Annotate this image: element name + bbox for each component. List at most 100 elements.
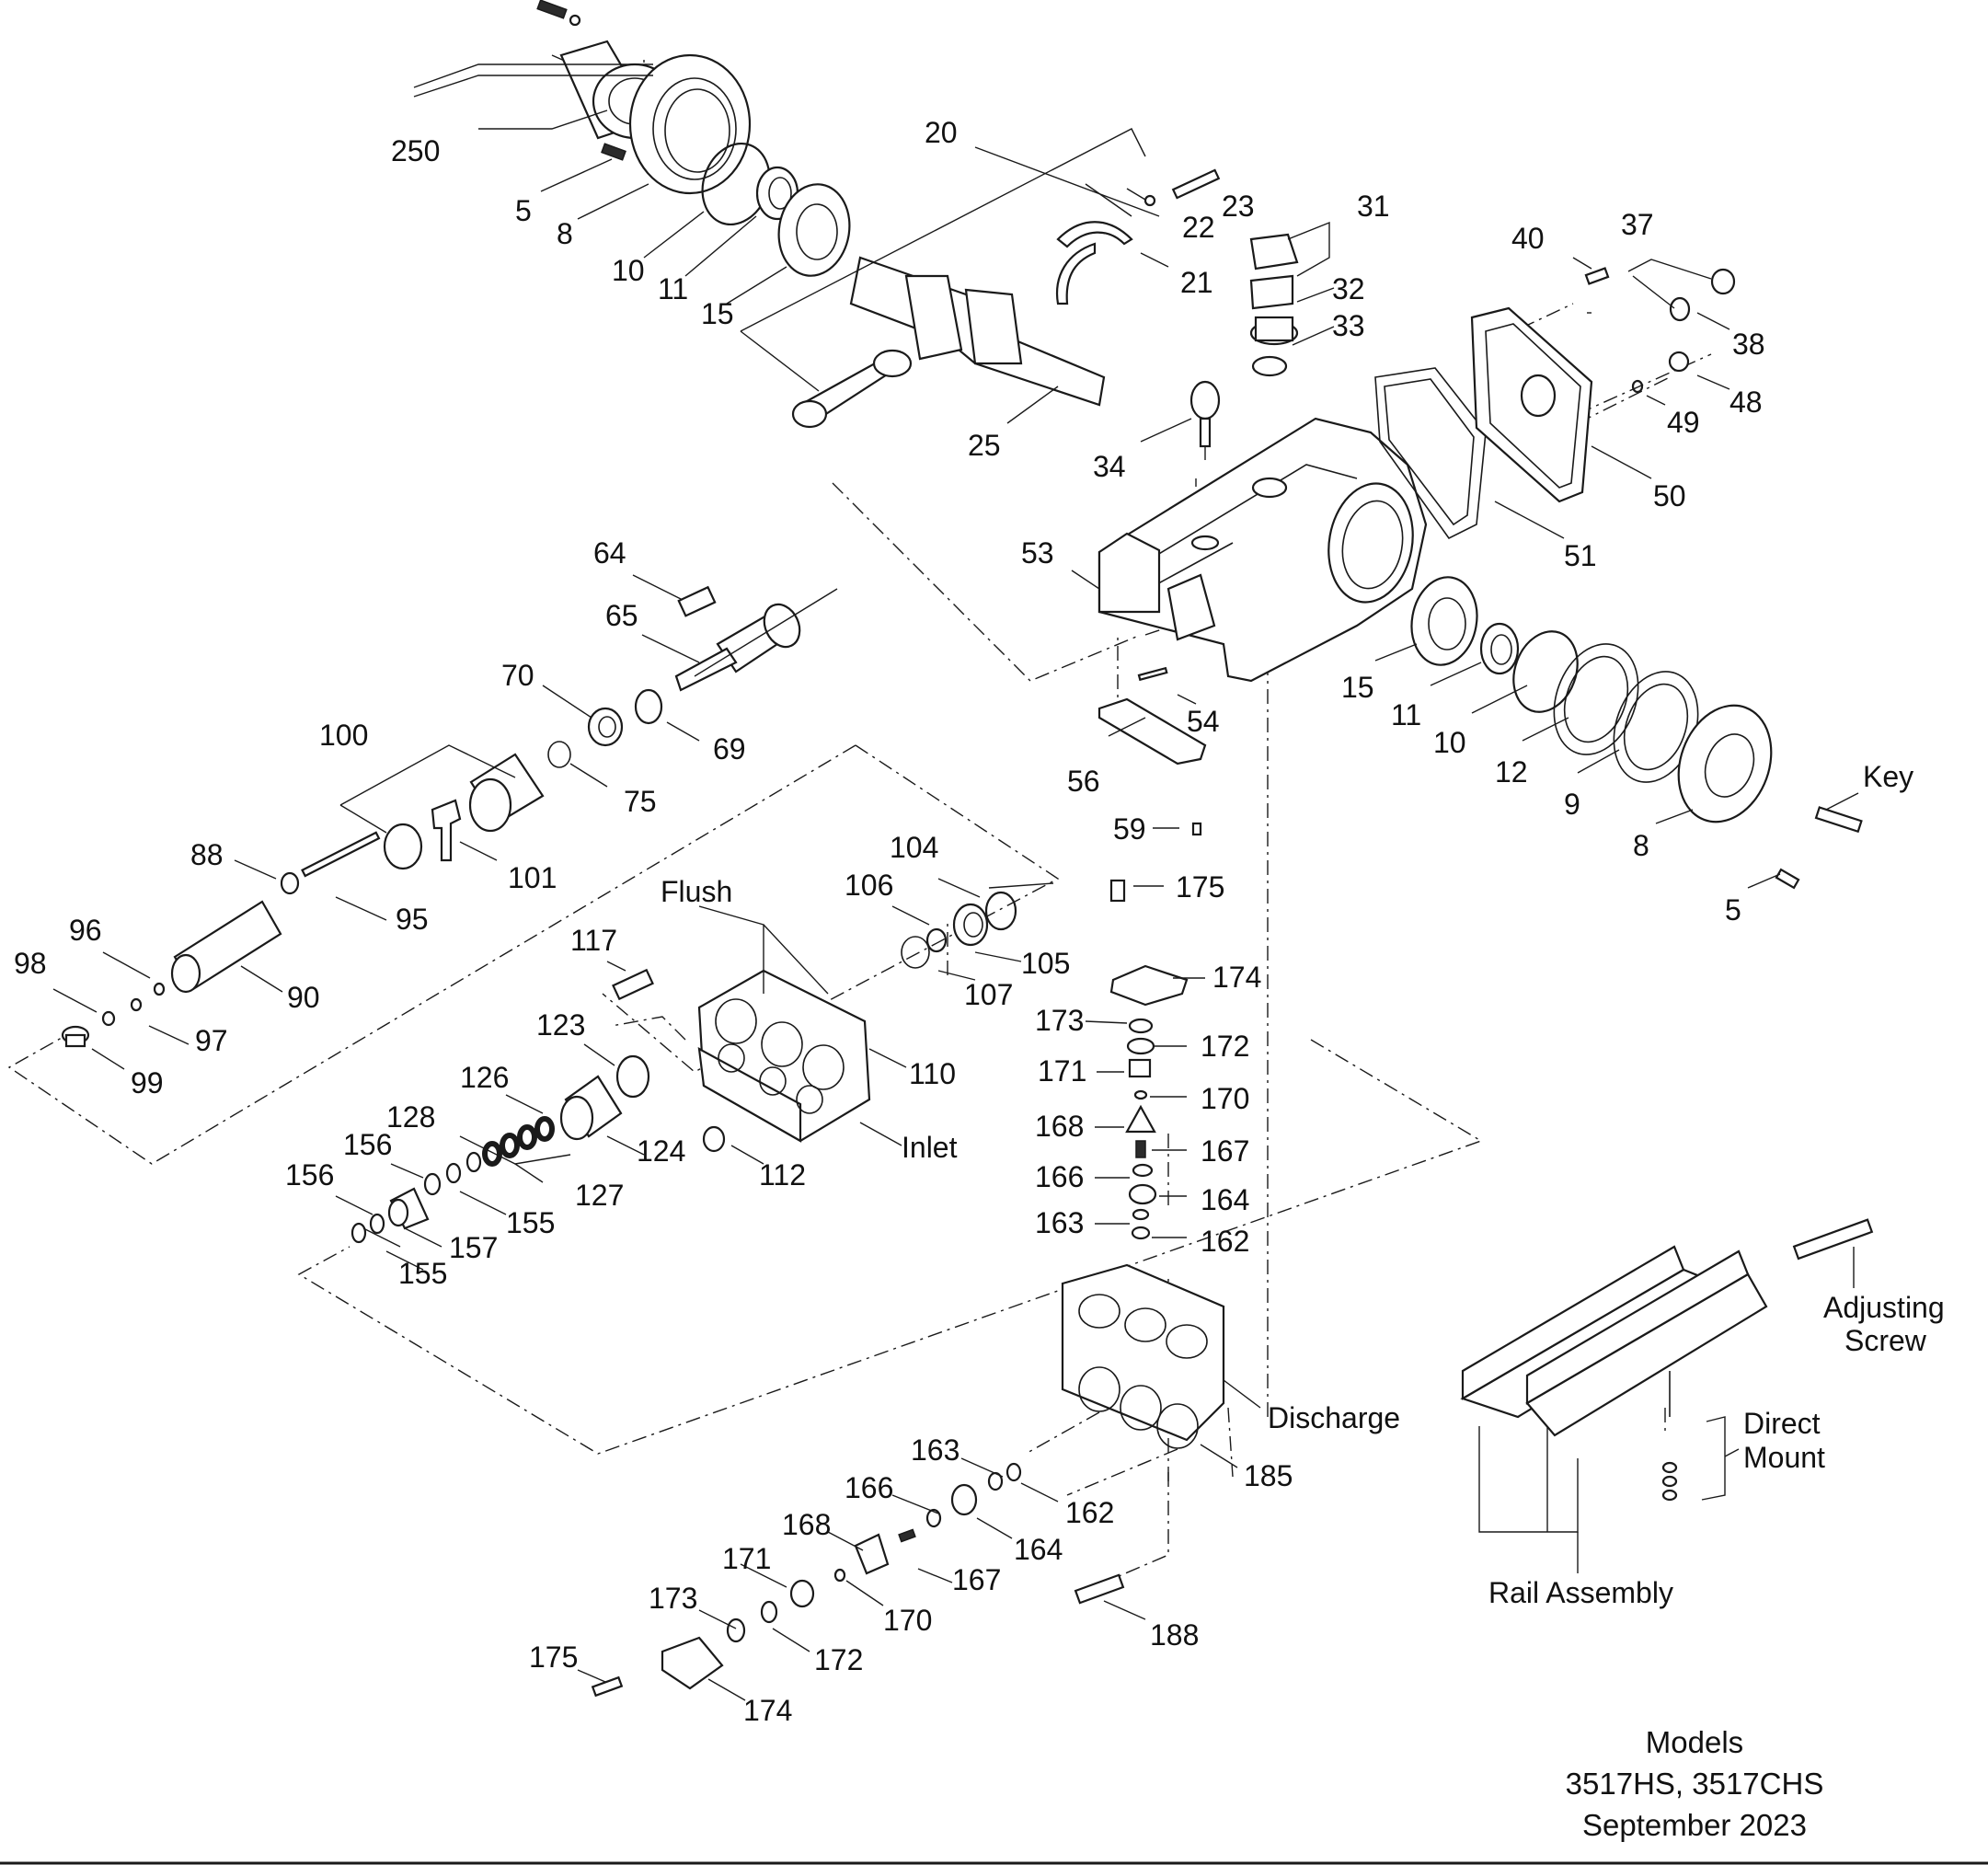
callout-127: 127 — [575, 1179, 624, 1212]
callout-175: 175 — [1176, 870, 1224, 904]
callout-40: 40 — [1511, 222, 1545, 255]
footer-date: September 2023 — [1582, 1808, 1807, 1842]
callout-110: 110 — [909, 1057, 956, 1090]
callout-105: 105 — [1021, 947, 1070, 980]
callout-10: 10 — [1433, 726, 1466, 759]
callout-65: 65 — [605, 599, 638, 632]
callout-167: 167 — [952, 1563, 1001, 1596]
callout-172: 172 — [814, 1643, 863, 1676]
callout-95: 95 — [396, 903, 429, 936]
callout-adjusting-screw: Adjusting — [1823, 1291, 1945, 1324]
callout-rail-assembly: Rail Assembly — [1488, 1576, 1673, 1609]
callout-128: 128 — [386, 1100, 435, 1134]
callout-173: 173 — [1035, 1004, 1084, 1037]
callout-20: 20 — [925, 116, 958, 149]
callout-171: 171 — [1038, 1054, 1086, 1088]
callout-157: 157 — [449, 1231, 498, 1264]
callout-90: 90 — [287, 981, 320, 1014]
callout-163: 163 — [1035, 1206, 1084, 1239]
callout-50: 50 — [1653, 479, 1686, 512]
callout-5: 5 — [515, 194, 532, 227]
callout-inlet: Inlet — [902, 1131, 958, 1164]
callout-162: 162 — [1065, 1496, 1114, 1529]
callout-12: 12 — [1495, 755, 1528, 789]
callout-99: 99 — [131, 1066, 164, 1099]
callout-10: 10 — [612, 254, 645, 287]
crankcase-parts — [61, 0, 1874, 1698]
callout-168: 168 — [1035, 1110, 1084, 1143]
callout-163: 163 — [911, 1433, 960, 1467]
callout-22: 22 — [1182, 211, 1215, 244]
callout-88: 88 — [190, 838, 224, 871]
callout-164: 164 — [1014, 1533, 1063, 1566]
model-note: Models 3517HS, 3517CHS September 2023 — [1566, 1725, 1824, 1842]
callout-156: 156 — [343, 1128, 392, 1161]
callout-direct-mount: Direct — [1743, 1407, 1821, 1440]
callout-101: 101 — [508, 861, 557, 894]
callout-15: 15 — [701, 297, 734, 330]
callout-104: 104 — [890, 831, 938, 864]
callout-5: 5 — [1725, 893, 1741, 927]
callout-106: 106 — [845, 869, 893, 902]
callout-48: 48 — [1729, 386, 1763, 419]
callout-37: 37 — [1621, 208, 1654, 241]
callout-123: 123 — [536, 1008, 585, 1042]
callout-38: 38 — [1732, 328, 1765, 361]
callout-25: 25 — [968, 429, 1001, 462]
callout-166: 166 — [1035, 1160, 1084, 1193]
callout-173: 173 — [649, 1582, 697, 1615]
callout-107: 107 — [964, 978, 1013, 1011]
callout-8: 8 — [1633, 829, 1649, 862]
callout-164: 164 — [1201, 1183, 1249, 1216]
callout-170: 170 — [883, 1604, 932, 1637]
callout-15: 15 — [1341, 671, 1374, 704]
callout-33: 33 — [1332, 309, 1365, 342]
callout-168: 168 — [782, 1508, 831, 1541]
callout-key: Key — [1863, 760, 1913, 793]
leader-lines — [52, 63, 1859, 1701]
callout-170: 170 — [1201, 1082, 1249, 1115]
callout-34: 34 — [1093, 450, 1126, 483]
callout-64: 64 — [593, 536, 626, 570]
callout-75: 75 — [624, 785, 657, 818]
callout-124: 124 — [637, 1134, 685, 1168]
callout-117: 117 — [570, 924, 617, 957]
callout-21: 21 — [1180, 266, 1213, 299]
callout-172: 172 — [1201, 1030, 1249, 1063]
callout-32: 32 — [1332, 272, 1365, 305]
callout-23: 23 — [1222, 190, 1255, 223]
callout-direct-mount: Mount — [1743, 1441, 1825, 1474]
callout-188: 188 — [1150, 1618, 1199, 1652]
callout-49: 49 — [1667, 406, 1700, 439]
callout-discharge: Discharge — [1268, 1401, 1400, 1434]
callout-162: 162 — [1201, 1225, 1249, 1258]
footer-models: Models — [1646, 1725, 1743, 1759]
callout-11: 11 — [658, 272, 688, 305]
callout-59: 59 — [1113, 812, 1146, 846]
callout-155: 155 — [398, 1257, 447, 1290]
callout-31: 31 — [1357, 190, 1390, 223]
callout-185: 185 — [1244, 1459, 1293, 1492]
callout-11: 11 — [1391, 698, 1421, 731]
callout-126: 126 — [460, 1061, 509, 1094]
footer-model-numbers: 3517HS, 3517CHS — [1566, 1767, 1824, 1801]
callout-174: 174 — [1212, 961, 1261, 994]
callout-flush: Flush — [661, 875, 732, 908]
callout-51: 51 — [1564, 539, 1597, 572]
callout-100: 100 — [319, 719, 368, 752]
callout-174: 174 — [743, 1694, 792, 1727]
callout-8: 8 — [557, 217, 573, 250]
callout-98: 98 — [14, 947, 47, 980]
callout-70: 70 — [501, 659, 534, 692]
callout-166: 166 — [845, 1471, 893, 1504]
part-callouts: 250 5 8 10 11 15 20 22 23 21 25 31 32 33… — [14, 116, 1945, 1727]
callout-167: 167 — [1201, 1134, 1249, 1168]
callout-9: 9 — [1564, 788, 1580, 821]
callout-155: 155 — [506, 1206, 555, 1239]
callout-69: 69 — [713, 732, 746, 766]
callout-156: 156 — [285, 1158, 334, 1192]
callout-112: 112 — [759, 1158, 806, 1192]
callout-175: 175 — [529, 1641, 578, 1674]
